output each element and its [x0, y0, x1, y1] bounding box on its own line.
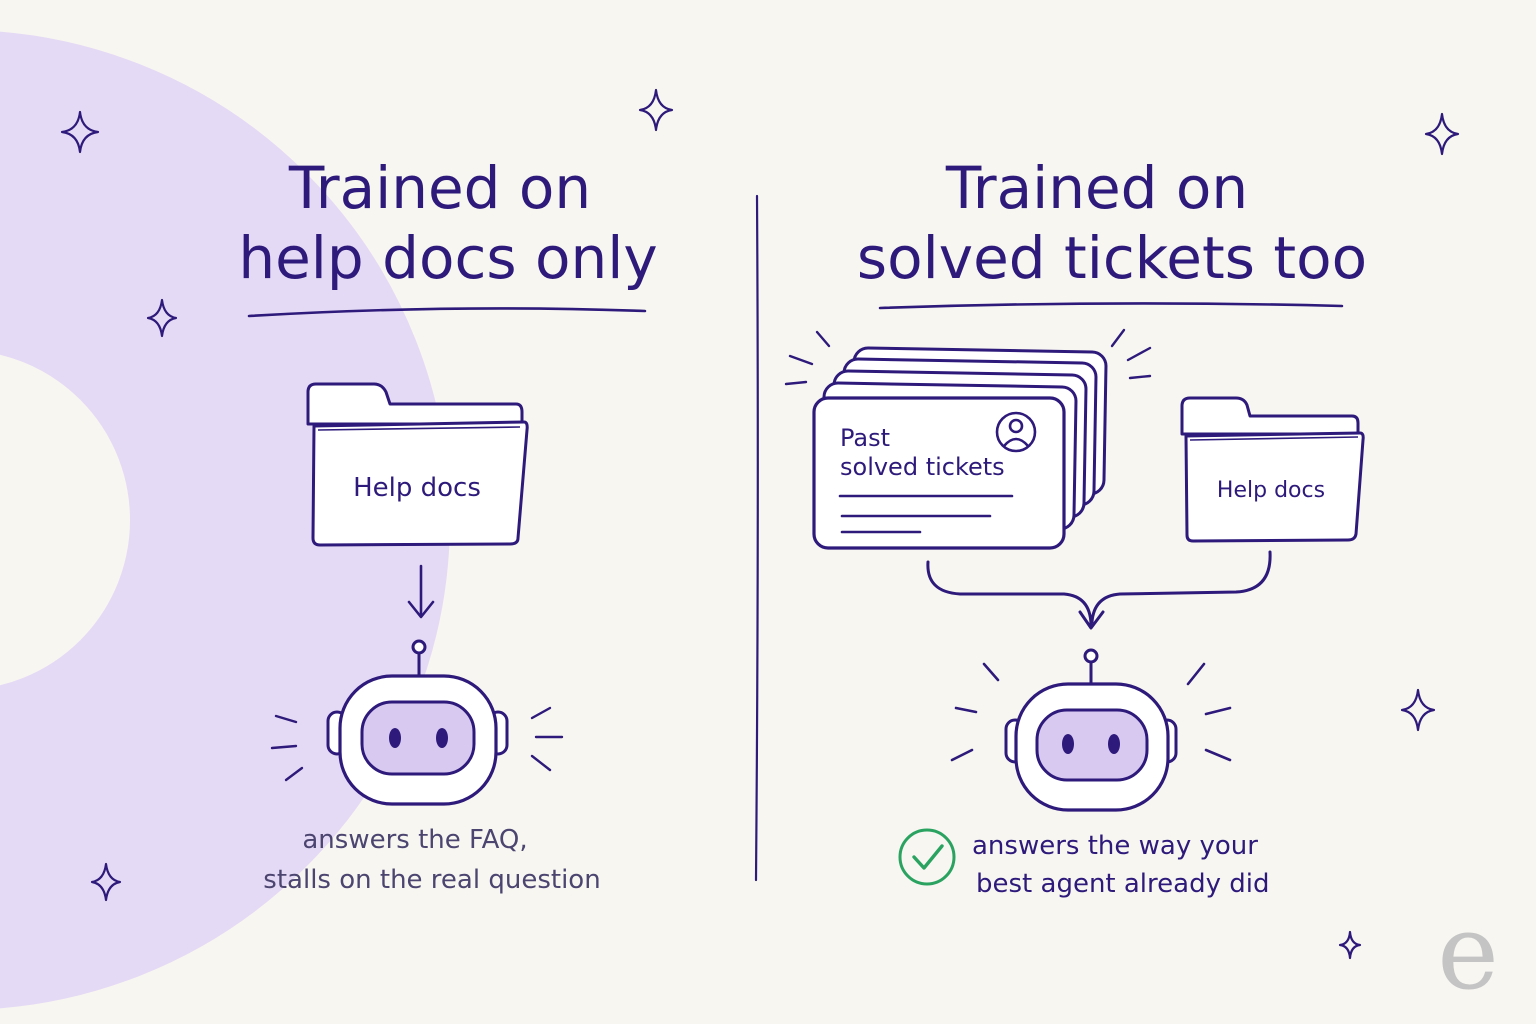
sparkle-icon [1400, 688, 1436, 732]
right-title-line2: solved tickets too [857, 224, 1367, 292]
ticket-text-lines [838, 494, 1014, 534]
robot-icon [326, 639, 509, 806]
user-avatar-icon [995, 411, 1037, 453]
help-docs-folder-icon [1180, 396, 1365, 543]
brand-logo: e [1437, 891, 1499, 1013]
right-title-line1: Trained on [945, 154, 1248, 222]
ticket-burst-lines [784, 328, 1152, 386]
left-panel: Trained on help docs only Help docs [238, 154, 657, 895]
left-title-line1: Trained on [288, 154, 591, 222]
right-panel: Trained on solved tickets too [784, 154, 1367, 899]
sparkle-icon [638, 88, 674, 132]
tickets-label-line2: solved tickets [840, 453, 1005, 481]
sparkle-icon [1338, 930, 1362, 960]
solved-tickets-stack [812, 346, 1108, 550]
right-caption-line2: best agent already did [976, 869, 1269, 899]
lavender-ring-decoration [0, 31, 450, 1009]
merge-arrow-icon [926, 550, 1272, 630]
right-caption-line1: answers the way your [972, 831, 1258, 861]
sparkle-icon [60, 110, 100, 154]
solved-ticket-card [812, 396, 1066, 550]
left-caption-line1: answers the FAQ, [302, 825, 527, 855]
right-folder-label: Help docs [1217, 478, 1325, 503]
check-icon [898, 828, 956, 886]
robot-icon [1004, 648, 1178, 812]
left-caption-line2: stalls on the real question [263, 865, 600, 895]
help-docs-folder-icon [306, 382, 529, 547]
sparkle-icon [1424, 112, 1460, 156]
left-folder-label: Help docs [353, 473, 481, 503]
left-title-line2: help docs only [238, 224, 657, 292]
arrow-down-icon [407, 564, 435, 619]
sparkles [60, 88, 1460, 960]
right-title-underline [878, 302, 1344, 310]
left-title-underline [247, 307, 647, 318]
center-divider [754, 194, 759, 882]
tickets-label-line1: Past [840, 424, 890, 452]
sparkle-icon [146, 298, 178, 338]
robot-glow-lines [950, 662, 1232, 762]
robot-motion-lines [270, 706, 564, 782]
sparkle-icon [90, 862, 122, 902]
